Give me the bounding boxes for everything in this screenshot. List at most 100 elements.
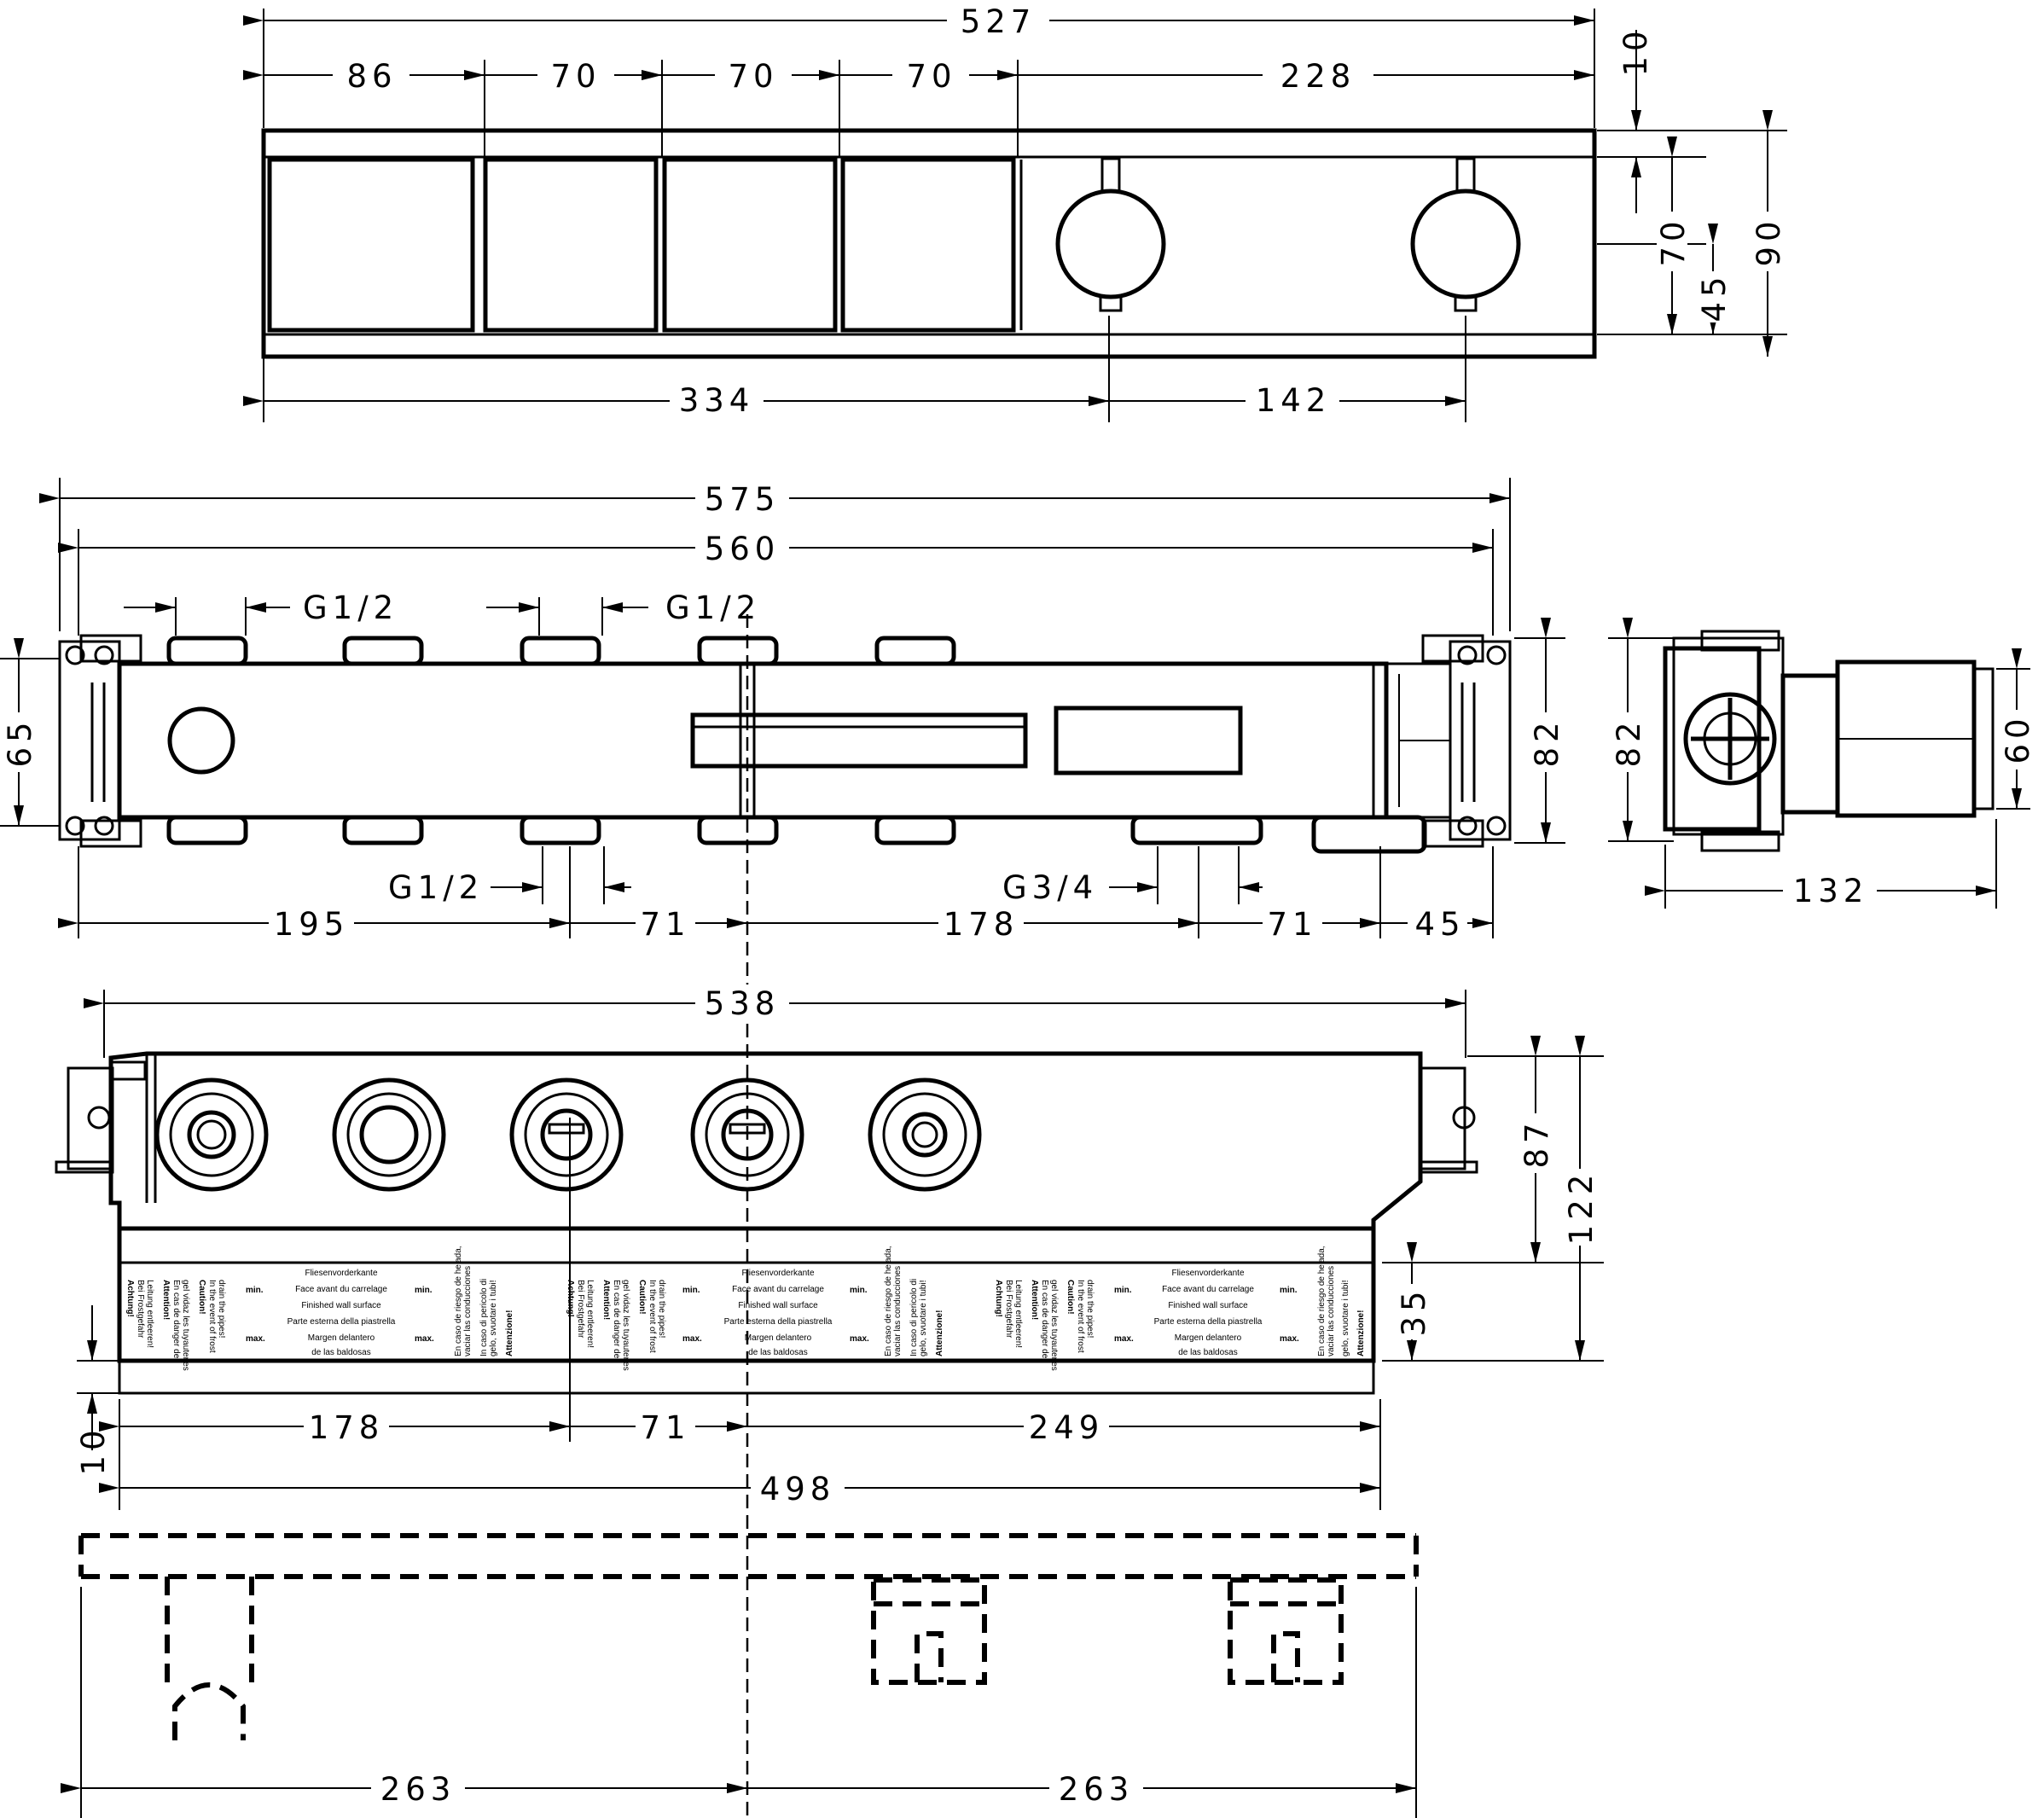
svg-text:Parte esterna della piastrella: Parte esterna della piastrella — [287, 1317, 396, 1327]
svg-text:Attention!: Attention! — [161, 1280, 171, 1320]
svg-text:Margen delantero: Margen delantero — [308, 1333, 375, 1343]
svg-text:Face avant du carrelage: Face avant du carrelage — [295, 1285, 387, 1294]
dim-90-v: 90 — [1751, 216, 1787, 266]
svg-text:Face avant du carrelage: Face avant du carrelage — [732, 1285, 824, 1294]
dim-249: 249 — [1029, 1409, 1105, 1446]
svg-text:En cas de danger de: En cas de danger de — [171, 1280, 181, 1359]
svg-text:Fliesenvorderkante: Fliesenvorderkante — [305, 1269, 377, 1278]
svg-text:Bei Frostgefahr: Bei Frostgefahr — [136, 1280, 145, 1339]
bottom-view: 263 263 — [61, 1533, 1419, 1818]
thread-g12-b: G1/2 — [665, 590, 761, 626]
svg-text:Caution!: Caution! — [637, 1280, 647, 1315]
mounting-bracket-left — [58, 634, 142, 848]
dim-70-b: 70 — [728, 58, 778, 95]
dim-263-a: 263 — [380, 1771, 456, 1808]
svg-text:max.: max. — [246, 1334, 265, 1344]
dim-71-a: 71 — [640, 906, 690, 943]
svg-text:Leitung entleeren!: Leitung entleeren! — [1013, 1280, 1023, 1348]
dim-560: 560 — [705, 531, 781, 567]
dim-35: 35 — [1396, 1286, 1432, 1336]
dim-86: 86 — [346, 58, 397, 95]
svg-text:drain the pipes!: drain the pipes! — [657, 1280, 666, 1338]
svg-text:Bei Frostgefahr: Bei Frostgefahr — [576, 1280, 585, 1339]
svg-text:Margen delantero: Margen delantero — [1175, 1333, 1242, 1343]
svg-text:Achtung!: Achtung! — [566, 1280, 575, 1317]
svg-text:Parte esterna della piastrella: Parte esterna della piastrella — [724, 1317, 833, 1327]
svg-text:En caso de riesgo de helada,: En caso de riesgo de helada, — [454, 1246, 463, 1356]
svg-text:In caso di pericolo di: In caso di pericolo di — [909, 1279, 919, 1356]
svg-text:In caso di pericolo di: In caso di pericolo di — [479, 1279, 489, 1356]
dim-178-b: 178 — [309, 1409, 385, 1446]
dim-122: 122 — [1563, 1170, 1600, 1246]
svg-text:gel vidaz les tuyauteries: gel vidaz les tuyauteries — [181, 1280, 190, 1371]
svg-text:Attenzione!: Attenzione! — [935, 1310, 944, 1356]
dim-132: 132 — [1793, 873, 1869, 909]
svg-text:max.: max. — [682, 1334, 702, 1344]
svg-text:Face avant du carrelage: Face avant du carrelage — [1162, 1285, 1254, 1294]
wall-surface-label-2: Achtung! Bei Frostgefahr Leitung entleer… — [566, 1246, 944, 1370]
svg-text:Attention!: Attention! — [1030, 1280, 1039, 1320]
dim-71-c: 71 — [640, 1409, 690, 1446]
knob-outline-left — [871, 1577, 987, 1685]
svg-text:Bei Frostgefahr: Bei Frostgefahr — [1004, 1280, 1013, 1339]
dim-334: 334 — [679, 382, 755, 419]
svg-text:vaciar las conducciones: vaciar las conducciones — [463, 1266, 473, 1356]
dim-142: 142 — [1256, 382, 1332, 419]
dim-195: 195 — [274, 906, 350, 943]
svg-text:En cas de danger de: En cas de danger de — [612, 1280, 621, 1359]
svg-text:Finished wall surface: Finished wall surface — [1168, 1301, 1248, 1310]
svg-text:de las baldosas: de las baldosas — [1178, 1348, 1238, 1357]
svg-text:min.: min. — [1280, 1286, 1298, 1295]
front-view: Achtung! Bei Frostgefahr Leitung entleer… — [55, 985, 1604, 1510]
front-outlets — [154, 1077, 982, 1192]
thread-g12-c: G1/2 — [388, 869, 484, 906]
dim-575: 575 — [705, 481, 781, 518]
side-view: 82 60 132 — [1608, 618, 2036, 909]
svg-text:vaciar las conducciones: vaciar las conducciones — [893, 1266, 903, 1356]
dim-10: 10 — [1617, 26, 1654, 76]
mounting-bracket-right — [1421, 634, 1512, 848]
thread-g12-a: G1/2 — [303, 590, 398, 626]
svg-text:En cas de danger de: En cas de danger de — [1040, 1280, 1049, 1359]
dim-45-b: 45 — [1414, 906, 1465, 943]
thermostat-knob-left — [1055, 157, 1166, 312]
svg-text:Attention!: Attention! — [601, 1280, 611, 1320]
svg-text:En caso de riesgo de helada,: En caso de riesgo de helada, — [884, 1246, 893, 1356]
svg-text:de las baldosas: de las baldosas — [311, 1348, 371, 1357]
svg-text:Leitung entleeren!: Leitung entleeren! — [145, 1280, 154, 1348]
top-connections — [166, 636, 956, 666]
svg-text:min.: min. — [1114, 1286, 1132, 1295]
svg-text:Attenzione!: Attenzione! — [1356, 1310, 1366, 1356]
dim-65: 65 — [2, 717, 38, 767]
dim-538: 538 — [705, 985, 781, 1022]
svg-text:min.: min. — [246, 1286, 264, 1295]
top-view: 527 86 70 70 70 228 334 142 10 70 45 9 — [243, 2, 1787, 422]
dim-45-v: 45 — [1696, 271, 1733, 322]
svg-text:gelo, svuotare i tubi!: gelo, svuotare i tubi! — [919, 1281, 928, 1357]
dim-263-b: 263 — [1059, 1771, 1135, 1808]
svg-text:min.: min. — [415, 1286, 433, 1295]
svg-text:Margen delantero: Margen delantero — [745, 1333, 812, 1343]
dim-527: 527 — [961, 3, 1037, 40]
dim-498: 498 — [760, 1471, 836, 1507]
svg-text:Attenzione!: Attenzione! — [505, 1310, 514, 1356]
svg-text:gel vidaz les tuyauteries: gel vidaz les tuyauteries — [1049, 1280, 1059, 1371]
svg-text:In the event of frost: In the event of frost — [1076, 1280, 1085, 1353]
dim-82-b: 82 — [1611, 717, 1647, 767]
wall-surface-label-3: Achtung! Bei Frostgefahr Leitung entleer… — [994, 1246, 1366, 1370]
svg-text:Finished wall surface: Finished wall surface — [301, 1301, 381, 1310]
bottom-connections — [166, 815, 1427, 854]
dim-71-b: 71 — [1267, 906, 1317, 943]
dim-70-c: 70 — [906, 58, 956, 95]
svg-text:Caution!: Caution! — [197, 1280, 206, 1315]
svg-text:vaciar las conducciones: vaciar las conducciones — [1327, 1266, 1336, 1356]
dim-87: 87 — [1518, 1118, 1555, 1168]
svg-text:In the event of frost: In the event of frost — [647, 1280, 657, 1353]
mounting-bracket-front-left — [55, 1060, 147, 1174]
thermostat-knob-right — [1410, 157, 1521, 312]
svg-text:gelo, svuotare i tubi!: gelo, svuotare i tubi! — [489, 1281, 498, 1357]
svg-text:max.: max. — [1280, 1334, 1299, 1344]
wall-surface-label-1: Achtung! Bei Frostgefahr Leitung entleer… — [125, 1246, 514, 1370]
svg-text:gel vidaz les tuyauteries: gel vidaz les tuyauteries — [621, 1280, 630, 1371]
